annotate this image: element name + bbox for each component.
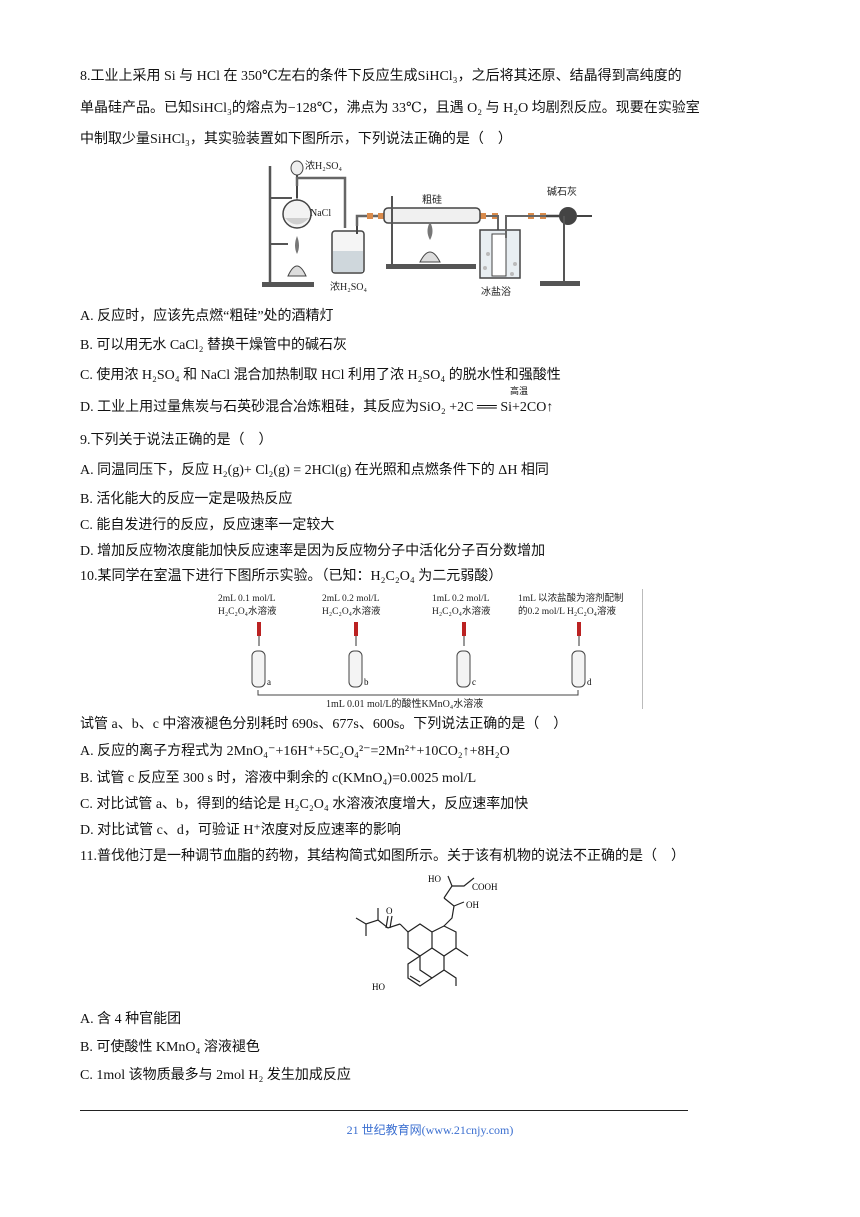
tube-d: d [571,622,592,688]
label-oh: OH [466,900,479,910]
label-cooh: COOH [472,882,498,892]
tube-b-label-1: 2mL 0.2 mol/L [322,594,380,604]
q8-option-a: A. 反应时，应该先点燃“粗硅”处的酒精灯 [80,309,334,324]
footer-source: 21 世纪教育网(www.21cnjy.com) [346,1123,514,1137]
label-conc-h2so4-bottom: 浓H₂SO₄ [330,281,367,293]
q9-stem: 9.下列关于说法正确的是（ ） [80,433,273,448]
tube-d-label-2: 的0.2 mol/L H₂C₂O₄溶液 [518,605,616,617]
q11-structure-figure: HO COOH OH O HO [348,868,508,998]
q8-option-c: C. 使用浓 H₂SO₄ 和 NaCl 混合加热制取 HCl 利用了浓 H₂SO… [80,368,561,383]
tube-c-label-2: H₂C₂O₄水溶液 [432,605,491,617]
q8-option-b: B. 可以用无水 CaCl₂ 替换干燥管中的碱石灰 [80,338,347,353]
q8-option-d-condition: 高温 [510,386,529,396]
tube-c-letter: c [472,677,476,687]
label-crude-si: 粗硅 [422,193,442,206]
q10-test-tube-figure: 2mL 0.1 mol/L H₂C₂O₄水溶液 2mL 0.2 mol/L H₂… [216,589,643,710]
tube-b-letter: b [364,677,369,687]
q8-option-d: D. 工业上用过量焦炭与石英砂混合冶炼粗硅，其反应为SiO₂ +2C ══ Si… [80,400,554,415]
q10-option-a: A. 反应的离子方程式为 2MnO₄⁻+16H⁺+5C₂O₄²⁻=2Mn²⁺+1… [80,744,510,759]
q8-apparatus-figure: 浓H₂SO₄ NaCl 粗硅 碱石灰 浓H₂SO₄ 冰盐浴 [260,156,600,302]
tube-d-label-1: 1mL 以浓盐酸为溶剂配制 [518,592,623,604]
tube-b-label-2: H₂C₂O₄水溶液 [322,605,381,617]
tube-a-label-2: H₂C₂O₄水溶液 [218,605,277,617]
label-conc-h2so4-top: 浓H₂SO₄ [305,160,342,172]
footer-divider [80,1110,688,1111]
q8-stem-line3: 中制取少量SiHCl₃，其实验装置如下图所示，下列说法正确的是（ ） [80,132,512,147]
kmno4-label: 1mL 0.01 mol/L的酸性KMnO₄水溶液 [326,697,483,709]
tube-d-letter: d [587,677,592,687]
q11-option-c: C. 1mol 该物质最多与 2mol H₂ 发生加成反应 [80,1068,351,1083]
q10-option-d: D. 对比试管 c、d，可验证 H⁺浓度对反应速率的影响 [80,823,401,838]
tube-a-label-1: 2mL 0.1 mol/L [218,594,276,604]
tube-c: c [456,622,476,688]
q10-option-b: B. 试管 c 反应至 300 s 时，溶液中剩余的 c(KMnO₄)=0.00… [80,771,477,786]
q9-option-b: B. 活化能大的反应一定是吸热反应 [80,492,293,507]
q9-option-c: C. 能自发进行的反应，反应速率一定较大 [80,518,335,533]
tube-b: b [348,622,369,688]
q8-stem-line2: 单晶硅产品。已知SiHCl₃的熔点为−128℃，沸点为 33℃，且遇 O₂ 与 … [80,101,700,116]
q11-option-b: B. 可使酸性 KMnO₄ 溶液褪色 [80,1040,260,1055]
label-nacl: NaCl [310,208,331,219]
label-ho-bottom: HO [372,982,385,992]
tube-c-label-1: 1mL 0.2 mol/L [432,594,490,604]
tube-a-letter: a [267,677,271,687]
q8-stem-line1: 8.工业上采用 Si 与 HCl 在 350℃左右的条件下反应生成SiHCl₃，… [80,69,682,84]
label-ice-salt-bath: 冰盐浴 [481,285,511,298]
label-ester-o: O [386,906,393,916]
label-ho-top: HO [428,874,441,884]
q10-stem: 10.某同学在室温下进行下图所示实验。（已知：H₂C₂O₄ 为二元弱酸） [80,569,503,584]
tube-a: a [251,622,271,688]
q10-description: 试管 a、b、c 中溶液褪色分别耗时 690s、677s、600s。下列说法正确… [80,717,568,732]
q10-option-c: C. 对比试管 a、b，得到的结论是 H₂C₂O₄ 水溶液浓度增大，反应速率加快 [80,797,529,812]
q11-option-a: A. 含 4 种官能团 [80,1012,182,1027]
label-soda-lime: 碱石灰 [547,185,577,198]
q9-option-a: A. 同温同压下，反应 H₂(g)+ Cl₂(g) = 2HCl(g) 在光照和… [80,463,549,478]
q11-stem: 11.普伐他汀是一种调节血脂的药物，其结构简式如图所示。关于该有机物的说法不正确… [80,849,685,864]
q9-option-d: D. 增加反应物浓度能加快反应速率是因为反应物分子中活化分子百分数增加 [80,544,546,559]
